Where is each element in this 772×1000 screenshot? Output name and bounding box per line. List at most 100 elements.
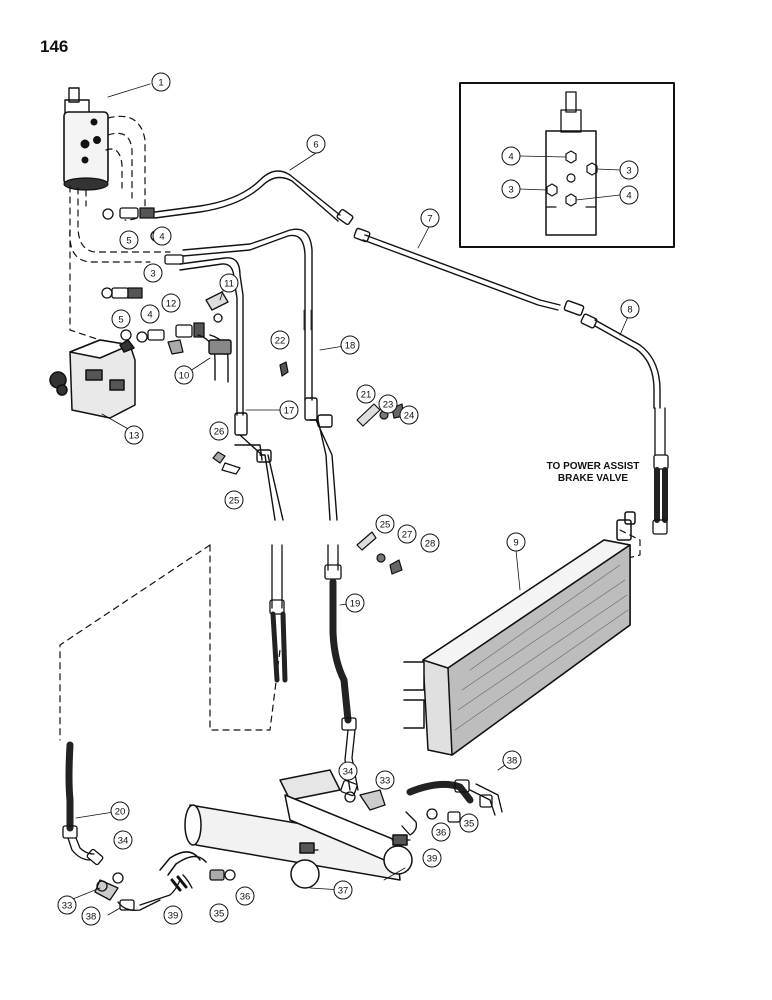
oil-cooler — [403, 511, 636, 756]
callout-19: 19 — [345, 593, 365, 613]
callout-5b: 5 — [111, 309, 131, 329]
steering-valve — [63, 83, 151, 191]
callout-28: 28 — [420, 533, 440, 553]
callout-21: 21 — [356, 384, 376, 404]
clamps — [167, 339, 405, 575]
callout-25b: 25 — [375, 514, 395, 534]
svg-text:8: 8 — [627, 305, 632, 316]
page-number: 146 — [40, 37, 69, 56]
inset-callout-4a: 4 — [501, 146, 521, 166]
svg-text:13: 13 — [129, 431, 140, 442]
svg-text:34: 34 — [118, 836, 129, 847]
inset-callout-3b: 3 — [501, 179, 521, 199]
svg-text:25: 25 — [229, 496, 240, 507]
inset-callout-3a: 3 — [619, 160, 639, 180]
svg-text:4: 4 — [508, 152, 513, 163]
svg-text:7: 7 — [427, 214, 432, 225]
callout-36a: 36 — [431, 822, 451, 842]
callout-9: 9 — [506, 532, 526, 552]
callout-22: 22 — [270, 330, 290, 350]
svg-text:24: 24 — [404, 411, 415, 422]
callout-23: 23 — [378, 394, 398, 414]
callout-17: 17 — [279, 400, 299, 420]
callout-11: 11 — [219, 273, 239, 293]
callout-7: 7 — [420, 208, 440, 228]
callout-27: 27 — [397, 524, 417, 544]
svg-text:4: 4 — [626, 191, 631, 202]
svg-text:38: 38 — [507, 756, 518, 767]
svg-text:33: 33 — [62, 901, 73, 912]
callout-26: 26 — [209, 421, 229, 441]
svg-text:19: 19 — [350, 599, 361, 610]
svg-text:38: 38 — [86, 912, 97, 923]
callout-3a: 3 — [143, 263, 163, 283]
svg-text:18: 18 — [345, 341, 356, 352]
svg-text:4: 4 — [159, 232, 164, 243]
svg-text:5: 5 — [126, 236, 131, 247]
callout-25a: 25 — [224, 490, 244, 510]
control-valve — [49, 339, 136, 431]
callout-33b: 33 — [57, 895, 77, 915]
callout-39a: 39 — [422, 848, 442, 868]
callout-6: 6 — [306, 134, 326, 154]
svg-text:20: 20 — [115, 807, 126, 818]
callout-34b: 34 — [113, 830, 133, 850]
svg-text:22: 22 — [275, 336, 286, 347]
hose-20 — [62, 741, 161, 911]
power-assist-note: TO POWER ASSIST BRAKE VALVE — [538, 461, 648, 485]
callout-1: 1 — [151, 72, 171, 92]
bottom-fittings — [139, 869, 236, 906]
callout-4b: 4 — [140, 304, 160, 324]
cooler-hose — [652, 407, 669, 535]
svg-text:39: 39 — [168, 911, 179, 922]
callout-36b: 36 — [235, 886, 255, 906]
inset-callout-4b: 4 — [619, 185, 639, 205]
hose-19 — [324, 544, 359, 797]
callout-10: 10 — [174, 365, 194, 385]
leader-lines — [57, 152, 631, 916]
callout-38a: 38 — [502, 750, 522, 770]
note-line-2: BRAKE VALVE — [557, 473, 629, 484]
pressure-lines — [179, 228, 338, 521]
callout-12: 12 — [161, 293, 181, 313]
callout-24: 24 — [399, 405, 419, 425]
callout-8: 8 — [620, 299, 640, 319]
svg-text:28: 28 — [425, 539, 436, 550]
callout-38b: 38 — [81, 906, 101, 926]
svg-text:12: 12 — [166, 299, 177, 310]
svg-text:35: 35 — [464, 819, 475, 830]
svg-text:1: 1 — [158, 78, 163, 89]
hose-10 — [197, 334, 232, 383]
svg-text:35: 35 — [214, 909, 225, 920]
callout-39b: 39 — [163, 905, 183, 925]
svg-text:5: 5 — [118, 315, 123, 326]
svg-text:10: 10 — [179, 371, 190, 382]
svg-text:3: 3 — [626, 166, 631, 177]
callout-4a: 4 — [152, 226, 172, 246]
svg-text:33: 33 — [380, 776, 391, 787]
svg-text:25: 25 — [380, 520, 391, 531]
svg-text:34: 34 — [343, 767, 354, 778]
svg-text:3: 3 — [508, 185, 513, 196]
svg-text:3: 3 — [150, 269, 155, 280]
callout-35b: 35 — [209, 903, 229, 923]
callout-13: 13 — [124, 425, 144, 445]
callout-20: 20 — [110, 801, 130, 821]
svg-text:4: 4 — [147, 310, 152, 321]
hose-left — [269, 544, 288, 683]
svg-text:26: 26 — [214, 427, 225, 438]
right-hose-38 — [344, 779, 503, 836]
svg-text:37: 37 — [338, 886, 349, 897]
callout-34a: 34 — [338, 761, 358, 781]
svg-text:9: 9 — [513, 538, 518, 549]
steering-cylinder — [159, 769, 413, 892]
callout-18: 18 — [340, 335, 360, 355]
svg-text:23: 23 — [383, 400, 394, 411]
callouts: 1 6 5 4 3 7 8 11 12 5 4 22 18 10 21 23 2… — [57, 72, 640, 926]
svg-text:36: 36 — [240, 892, 251, 903]
inset-detail — [459, 82, 675, 248]
svg-text:36: 36 — [436, 828, 447, 839]
callout-35a: 35 — [459, 813, 479, 833]
steel-tubes — [154, 170, 661, 409]
